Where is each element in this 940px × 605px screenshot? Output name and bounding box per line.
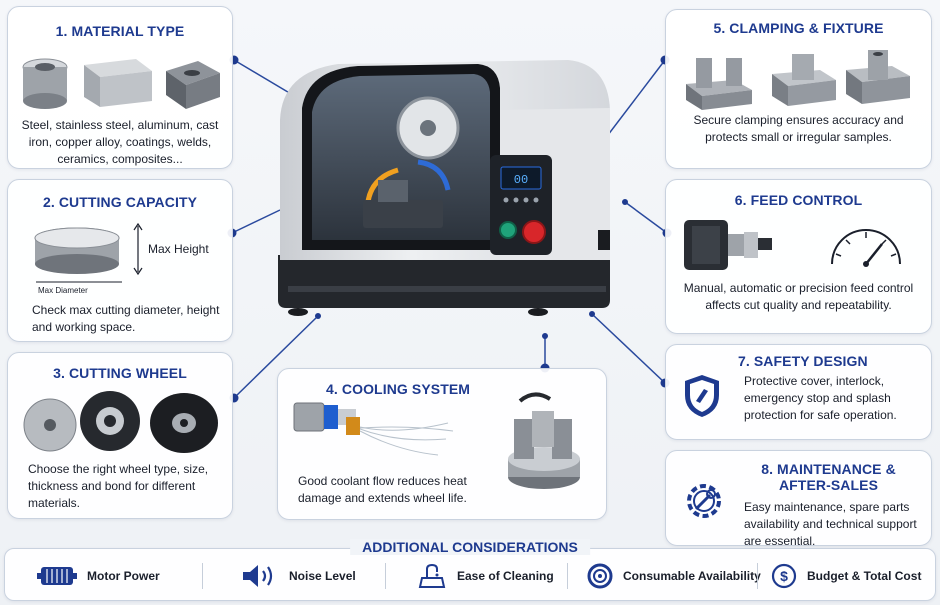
card-description: Manual, automatic or precision feed cont… (683, 281, 914, 312)
consideration-budget-total-cost: $ Budget & Total Cost (771, 563, 921, 589)
card-description: Good coolant flow reduces heat damage an… (298, 474, 467, 505)
max-diameter-label: Max Diameter (38, 286, 88, 295)
additional-title: ADDITIONAL CONSIDERATIONS (350, 539, 590, 555)
card-maintenance: 8. MAINTENANCE & AFTER-SALES Easy mainte… (665, 450, 932, 548)
coolant-nozzle-icon (293, 402, 454, 456)
separator (567, 563, 568, 589)
consideration-motor-power: Motor Power (37, 563, 160, 589)
card-description: Check max cutting diameter, height and w… (32, 303, 220, 334)
consideration-label: Ease of Cleaning (457, 569, 554, 583)
card-description: Protective cover, interlock, emergency s… (744, 374, 897, 422)
consideration-label: Noise Level (289, 569, 356, 583)
max-height-label: Max Height (148, 242, 209, 256)
start-button (499, 221, 517, 239)
card-description: Secure clamping ensures accuracy and pro… (693, 113, 904, 144)
card-description: Choose the right wheel type, size, thick… (28, 462, 209, 510)
wheel-samples-icon (23, 391, 218, 453)
card-title: 3. CUTTING WHEEL (53, 365, 187, 381)
separator (385, 563, 386, 589)
card-title: 5. CLAMPING & FIXTURE (713, 20, 884, 36)
card-title-line2: AFTER-SALES (778, 477, 879, 493)
card-description: Steel, stainless steel, aluminum, cast i… (21, 118, 219, 166)
card-cutting-wheel: 3. CUTTING WHEEL Choose the right wheel … (7, 352, 233, 519)
consideration-label: Motor Power (87, 569, 160, 583)
card-title: 8. MAINTENANCE & AFTER-SALES (726, 461, 931, 493)
feed-motor-icon (684, 220, 772, 270)
consideration-consumable-availability: Consumable Availability (587, 563, 761, 589)
card-title: 4. COOLING SYSTEM (326, 381, 471, 397)
consumable-icon (587, 563, 613, 589)
motor-icon (37, 567, 77, 585)
separator (202, 563, 203, 589)
card-material-type: 1. MATERIAL TYPE Steel, stainless steel,… (7, 6, 233, 169)
speaker-icon (243, 565, 273, 587)
consideration-ease-of-cleaning: Ease of Cleaning (417, 563, 554, 589)
card-title: 7. SAFETY DESIGN (738, 353, 868, 369)
speed-gauge-icon (831, 229, 901, 267)
safety-shield-icon (685, 375, 719, 417)
separator (757, 563, 758, 589)
card-clamping-fixture: 5. CLAMPING & FIXTURE Secure clamping en… (665, 9, 932, 169)
svg-text:$: $ (780, 568, 788, 584)
additional-considerations-bar: ADDITIONAL CONSIDERATIONS Motor Power No… (4, 539, 936, 601)
fixture-vise-icon (508, 392, 580, 489)
card-description: Easy maintenance, spare parts availabili… (744, 500, 917, 548)
card-title-line1: 8. MAINTENANCE & (761, 461, 896, 477)
diameter-arrow-icon (36, 281, 122, 283)
disc-sample-icon (34, 227, 120, 274)
consideration-noise-level: Noise Level (241, 563, 356, 589)
card-title: 1. MATERIAL TYPE (55, 23, 185, 39)
gear-wrench-icon (687, 484, 721, 518)
consideration-label: Budget & Total Cost (807, 569, 922, 583)
card-title: 6. FEED CONTROL (734, 192, 863, 208)
clamp-samples-icon (686, 50, 910, 110)
card-feed-control: 6. FEED CONTROL Manual, automatic or pre… (665, 179, 932, 334)
card-cutting-capacity: 2. CUTTING CAPACITY Max Height Max Diame… (7, 179, 233, 342)
emergency-stop-button (522, 220, 546, 244)
height-arrow-icon (133, 222, 143, 276)
material-samples-icon (22, 58, 220, 109)
card-safety-design: 7. SAFETY DESIGN Protective cover, inter… (665, 344, 932, 440)
card-cooling-system: 4. COOLING SYSTEM Good coolant flow redu… (277, 368, 607, 520)
card-title: 2. CUTTING CAPACITY (42, 194, 198, 210)
machine-display: 00 (514, 173, 528, 187)
consideration-label: Consumable Availability (623, 569, 761, 583)
cleaning-icon (418, 563, 446, 588)
cutting-machine-illustration: 00 (278, 60, 610, 316)
dollar-icon: $ (771, 563, 797, 589)
